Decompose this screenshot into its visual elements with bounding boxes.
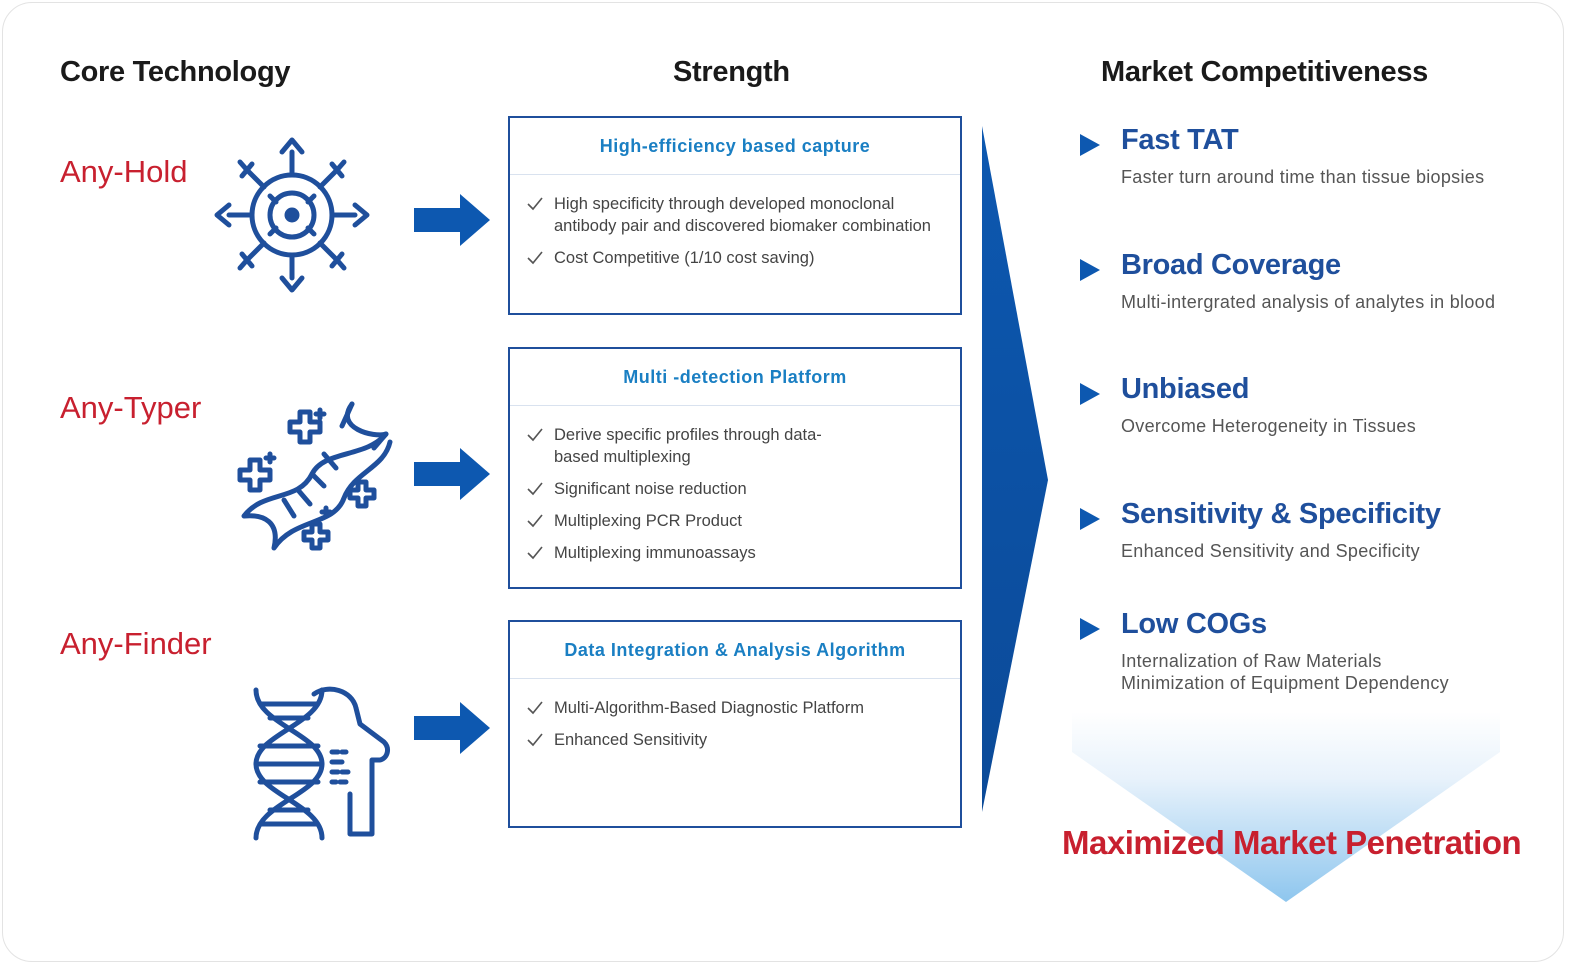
arrow-right-icon [414,702,490,754]
strength-list: Multi-Algorithm-Based Diagnostic Platfor… [510,679,960,751]
triangle-bullet-icon [1080,259,1100,281]
market-item-desc: Multi-intergrated analysis of analytes i… [1121,292,1496,312]
strength-item: Cost Competitive (1/10 cost saving) [524,247,936,269]
market-item-desc: Enhanced Sensitivity and Specificity [1121,541,1420,561]
cell-target-icon [214,137,370,293]
strength-item: High specificity through developed monoc… [524,193,936,237]
strength-item: Multiplexing PCR Product [524,510,936,532]
strength-box-data-integration: Data Integration & Analysis Algorithm Mu… [508,620,962,828]
market-item-desc: Internalization of Raw Materials Minimiz… [1121,651,1449,693]
check-icon [527,733,543,747]
strength-item-text: Cost Competitive (1/10 cost saving) [554,249,815,267]
tech-name-any-finder: Any-Finder [60,626,212,661]
market-item-title: Sensitivity & Specificity [1121,498,1441,530]
strength-title: Data Integration & Analysis Algorithm [510,622,960,679]
tech-name-any-hold: Any-Hold [60,154,188,189]
arrow-right-icon [414,448,490,500]
check-icon [527,514,543,528]
strength-item: Enhanced Sensitivity [524,729,936,751]
strength-title: High-efficiency based capture [510,118,960,175]
market-item-desc: Overcome Heterogeneity in Tissues [1121,416,1417,436]
market-item-desc: Faster turn around time than tissue biop… [1121,167,1485,187]
strength-item: Significant noise reduction [524,478,936,500]
triangle-bullet-icon [1080,508,1100,530]
triangle-bullet-icon [1080,618,1100,640]
strength-item: Multi-Algorithm-Based Diagnostic Platfor… [524,697,936,719]
check-icon [527,428,543,442]
triangle-bullet-icon [1080,134,1100,156]
market-competitiveness-header: Market Competitiveness [1101,56,1429,88]
funnel-down-arrow-icon [1072,712,1500,902]
strength-box-capture: High-efficiency based capture High speci… [508,116,962,315]
check-icon [527,546,543,560]
strength-item-text: Multiplexing immunoassays [554,544,756,562]
strength-item: Derive specific profiles through data-ba… [524,424,854,468]
maximized-market-penetration-label: Maximized Market Penetration [1062,824,1522,861]
strength-item-text: Enhanced Sensitivity [554,731,708,749]
check-icon [527,482,543,496]
strength-item-text: Multiplexing PCR Product [554,512,742,530]
tech-name-any-typer: Any-Typer [60,390,202,425]
core-technology-header: Core Technology [60,56,291,88]
strength-item-text: Multi-Algorithm-Based Diagnostic Platfor… [554,699,864,717]
strength-title: Multi -detection Platform [510,349,960,406]
strength-box-multi-detection: Multi -detection Platform Derive specifi… [508,347,962,589]
market-item-title: Fast TAT [1121,124,1239,156]
strength-item-text: Derive specific profiles through data-ba… [554,426,822,466]
market-item-title: Low COGs [1121,608,1267,640]
check-icon [527,251,543,265]
strength-header: Strength [673,56,790,88]
dna-human-analysis-icon [253,686,390,841]
triangle-bullet-icon [1080,383,1100,405]
dna-helix-plus-icon [237,401,393,551]
big-chevron-arrow-icon [982,126,1048,812]
market-item-title: Broad Coverage [1121,249,1341,281]
strength-item-text: Significant noise reduction [554,480,747,498]
strength-item-text: High specificity through developed monoc… [554,195,931,235]
strength-list: High specificity through developed monoc… [510,175,960,269]
check-icon [527,197,543,211]
strength-list: Derive specific profiles through data-ba… [510,406,960,564]
market-item-title: Unbiased [1121,373,1250,405]
check-icon [527,701,543,715]
arrow-right-icon [414,194,490,246]
strength-item: Multiplexing immunoassays [524,542,936,564]
